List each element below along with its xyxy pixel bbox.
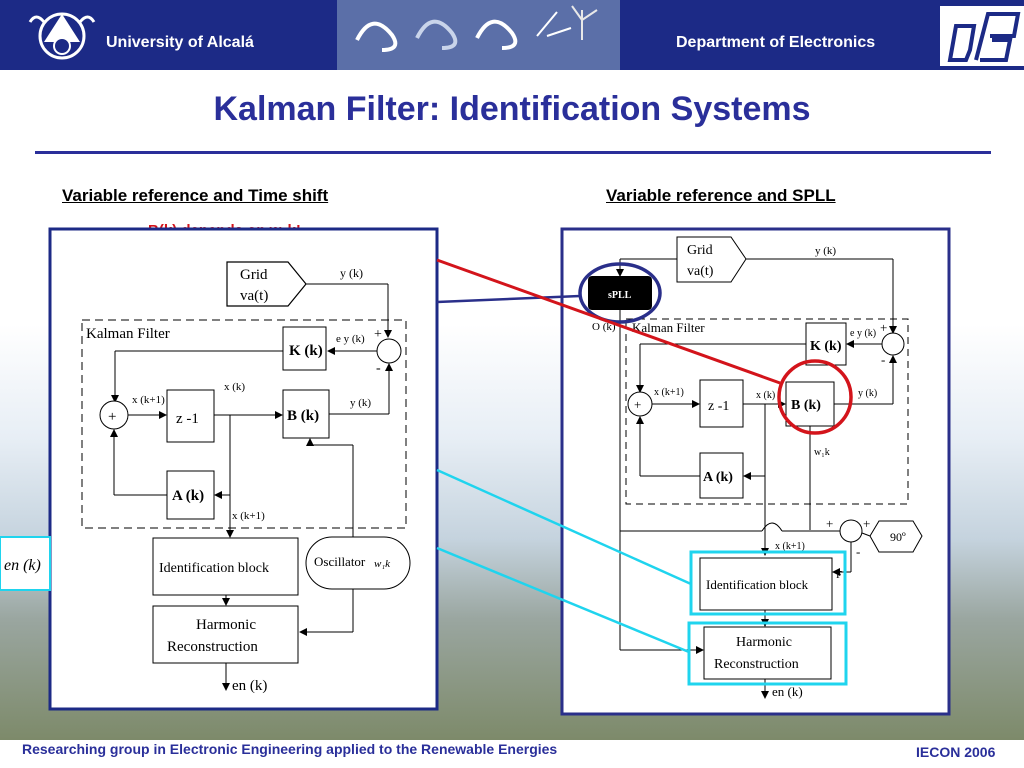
title-divider (35, 151, 991, 154)
right-kalman-box (625, 318, 909, 505)
right-a-label: A (k) (703, 470, 733, 485)
right-w1k-label: w₁k (814, 447, 830, 458)
right-xk-label: x (k) (756, 390, 775, 401)
left-output-label: en (k) (232, 678, 267, 694)
left-delay-label: z -1 (176, 411, 199, 427)
left-sum-plus: + (374, 327, 382, 342)
right-phase-summer (839, 519, 863, 543)
banner-image (337, 0, 620, 70)
spll-highlight-ellipse (578, 262, 662, 324)
header-bar: University of Alcalá Department of Elect… (0, 0, 1024, 70)
right-spll-block (588, 276, 652, 310)
right-grid-va: va(t) (687, 264, 714, 279)
right-f-label: F (836, 569, 842, 581)
right-output-label: en (k) (772, 684, 803, 699)
b-block-connector (436, 258, 781, 385)
left-xk-label: x (k) (224, 381, 245, 393)
annotation-highlights: en (k) (0, 258, 853, 686)
right-phase-plus1: + (826, 516, 833, 531)
right-kalman-label: Kalman Filter (632, 320, 705, 335)
right-yhat-label: y (k) (858, 388, 877, 399)
left-ey-label: e y (k) (336, 333, 365, 345)
left-diagram: Grid va(t) y (k) Kalman Filter + - e y (… (48, 227, 439, 711)
footer-group-name: Researching group in Electronic Engineer… (22, 741, 558, 757)
side-formula-box (0, 536, 51, 591)
left-b-label: B (k) (287, 408, 319, 424)
left-identification-label: Identification block (159, 561, 269, 576)
left-oscillator-w: w₁k (374, 558, 391, 570)
right-gain-label: K (k) (810, 339, 842, 354)
b-block-highlight (777, 359, 853, 435)
left-xk1-label: x (k+1) (132, 394, 165, 406)
right-grid-source (676, 236, 747, 283)
department-logo-icon (940, 6, 1024, 66)
left-error-summer (376, 338, 402, 364)
left-identification-block (152, 537, 299, 596)
right-state-plus: + (634, 397, 641, 412)
harmonic-connector (436, 546, 690, 654)
right-harmonic-block (703, 626, 832, 680)
left-xk1b-label: x (k+1) (232, 510, 265, 522)
spll-connector (436, 294, 581, 304)
footer-conference: IECON 2006 (916, 744, 996, 760)
left-sum-minus: - (376, 361, 381, 376)
right-xk1-label: x (k+1) (654, 387, 684, 398)
left-a-label: A (k) (172, 488, 204, 504)
right-grid-label: Grid (687, 243, 713, 258)
right-ninety-label: 90º (890, 530, 906, 544)
slide-title: Kalman Filter: Identification Systems (213, 90, 811, 128)
right-harmonic-label1: Harmonic (736, 635, 792, 650)
left-harmonic-label1: Harmonic (196, 617, 256, 633)
right-harmonic-label2: Reconstruction (714, 657, 799, 672)
left-kalman-box (81, 319, 407, 529)
side-formula-label: en (k) (4, 557, 41, 574)
left-oscillator-label: Oscillator (314, 554, 366, 569)
right-ey-label: e y (k) (850, 328, 876, 339)
right-delay-label: z -1 (708, 399, 729, 414)
right-theta-label: O (k) (592, 321, 616, 333)
right-b-label: B (k) (791, 398, 821, 413)
right-subtitle: Variable reference and SPLL (606, 186, 836, 205)
right-spll-label: sPLL (608, 290, 632, 301)
left-harmonic-label2: Reconstruction (167, 639, 258, 655)
right-phase-minus: - (856, 544, 860, 559)
right-phase-plus2: + (863, 516, 870, 531)
left-oscillator (305, 536, 411, 590)
left-harmonic-block (152, 605, 299, 664)
harmonic-highlight (687, 621, 848, 686)
left-kalman-label: Kalman Filter (86, 326, 170, 342)
identification-connector (436, 468, 692, 586)
left-a-block (166, 470, 215, 520)
left-gain-label: K (k) (289, 343, 323, 359)
left-state-plus: + (108, 409, 116, 425)
department-name: Department of Electronics (676, 34, 876, 51)
right-sum-plus: + (880, 320, 887, 335)
left-yhat-label: y (k) (350, 397, 371, 409)
left-gain-block (282, 326, 327, 371)
right-delay-block (699, 379, 744, 428)
left-grid-va: va(t) (240, 288, 268, 304)
left-subtitle: Variable reference and Time shift (62, 186, 329, 205)
right-identification-block (699, 557, 833, 611)
right-gain-block (805, 322, 847, 366)
university-crest-icon (28, 12, 96, 60)
right-yk-label: y (k) (815, 245, 836, 257)
right-diagram: Grid va(t) y (k) sPLL O (k) Kalman Filte… (560, 227, 951, 716)
left-grid-source (226, 261, 307, 307)
right-identification-label: Identification block (706, 577, 809, 592)
right-sum-minus: - (881, 352, 885, 367)
left-yk-label: y (k) (340, 266, 363, 280)
left-grid-label: Grid (240, 267, 268, 283)
right-xk1b-label: x (k+1) (775, 541, 805, 552)
university-name: University of Alcalá (106, 34, 254, 51)
left-delay-block (166, 389, 215, 443)
